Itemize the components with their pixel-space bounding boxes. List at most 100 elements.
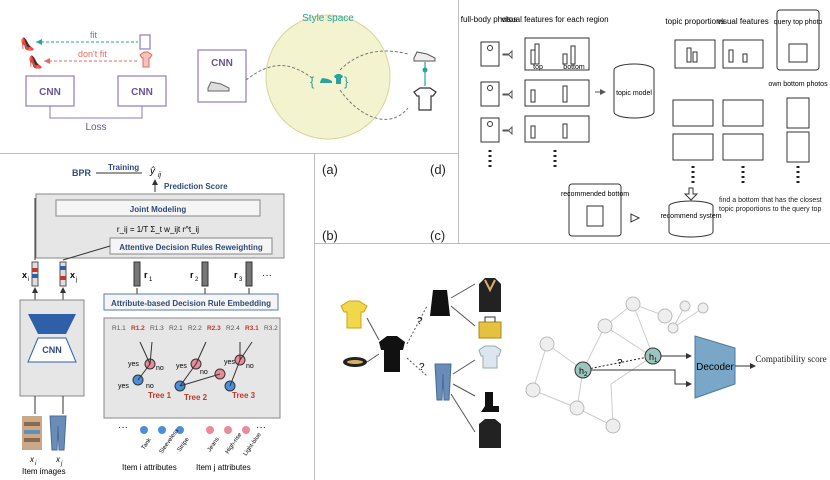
r1-sub: 1: [149, 277, 153, 283]
attr-j-2: Light-blue: [243, 432, 263, 458]
decoder-label: Decoder: [696, 362, 734, 373]
panel-label-a: (a): [322, 162, 338, 177]
no-label-3: no: [200, 369, 208, 376]
panel-label-c: (c): [430, 228, 446, 243]
panel-label-b: (b): [322, 228, 338, 243]
item-img-xi-label: x: [29, 455, 35, 464]
query-top-photo-box: [776, 9, 820, 71]
rule-label: R1.1: [112, 325, 126, 332]
yellow-sweater-icon: [340, 300, 368, 329]
topic-model-label: topic model: [616, 90, 652, 97]
r1-label: r: [144, 270, 148, 280]
item-j-attrs-label: Item j attributes: [196, 463, 251, 472]
sneaker-icon-right: [413, 51, 436, 62]
topic-proportions-label: topic proportions: [665, 17, 724, 26]
black-coat-icon: [479, 419, 501, 448]
attr-i-2: Stripe: [177, 436, 191, 453]
training-label: Training: [108, 163, 139, 172]
sneaker-icon-teal: [320, 78, 332, 83]
item-image-i: [22, 416, 42, 450]
r2-vector: [201, 261, 209, 287]
gold-blazer-icon: [479, 278, 501, 312]
rule-label: R2.1: [169, 325, 183, 332]
item-images-label: Item images: [22, 467, 66, 476]
cnn-box-left: [25, 75, 75, 107]
r3-sub: 3: [239, 277, 243, 283]
black-skirt-icon: [430, 290, 450, 316]
bottom-label: bottom: [563, 64, 585, 71]
query-top-photo-label: query top photo: [774, 19, 823, 26]
shoe-out-arrow: [339, 50, 409, 71]
shoe-projection-arrow: [245, 65, 313, 81]
shirt-out-arrow: [339, 89, 409, 120]
heel-icon-fit: 👠: [20, 36, 35, 51]
fit-label: fit: [90, 30, 98, 40]
tree-nodes: [132, 341, 253, 392]
cnn-label-right: CNN: [131, 87, 153, 98]
rule-label: R2.2: [188, 325, 202, 332]
tree1-label: Tree 1: [148, 391, 172, 400]
attrs-ellipsis-right: ···: [256, 422, 266, 433]
xj-sub: j: [75, 277, 77, 283]
black-boot-icon: [481, 392, 499, 412]
photo-row-1: top bottom: [480, 37, 590, 71]
yes-label-1: yes: [128, 361, 139, 368]
topic-model-cylinder: topic model: [613, 63, 655, 119]
style-space-diagram: 👠 fit 👠 don't fit CNN CNN Loss CNN Style…: [20, 13, 437, 140]
rule-label: R3.1: [245, 325, 259, 332]
graph-decoder-diagram: ? ? ? h 1: [340, 278, 827, 448]
item-img-xj-label: x: [55, 455, 61, 464]
embedding-label: Attribute-based Decision Rule Embedding: [111, 299, 271, 308]
divider-vertical-right: [458, 0, 459, 243]
question-mark-1: ?: [417, 316, 423, 327]
formula-label: r_ij = 1/T Σ_t w_ijt r^t_ij: [117, 225, 199, 234]
tank-top-icon: [139, 34, 151, 50]
photo-row-2: [480, 79, 590, 107]
tshirt-icon-teal: [334, 74, 343, 84]
r3-label: r: [234, 270, 238, 280]
cnn-box-shoe: [197, 49, 247, 103]
yes-label-4: yes: [224, 359, 235, 366]
visual-features-label: visual features: [717, 17, 769, 26]
dont-fit-label: don't fit: [78, 49, 107, 59]
cnn-bottom-trapezoid: [27, 337, 77, 363]
tshirt-icon-red: [139, 51, 153, 68]
white-top-icon: [478, 345, 502, 369]
attr-i-0: Tank: [141, 437, 154, 452]
attribute-dots: ··· ···: [118, 422, 266, 434]
question-mark-2: ?: [419, 362, 425, 373]
black-top-icon: [379, 336, 405, 372]
rule-label: R1.3: [150, 325, 164, 332]
attr-j-0: Jeans: [207, 437, 221, 454]
recommended-bottom-box: [568, 183, 622, 237]
bpr-label: BPR: [72, 168, 92, 178]
divider-vertical-center: [314, 153, 315, 243]
r2-label: r: [190, 270, 194, 280]
tree-labels: yes no yes no yes no yes no Tree 1 Tree …: [118, 359, 256, 402]
own-bottom-photos-label: own bottom photos: [768, 81, 828, 88]
trees-container: [103, 317, 281, 419]
yes-label-3: yes: [176, 363, 187, 370]
decision-rules-diagram: BPR Training ŷ ij Prediction Score Joint…: [19, 163, 285, 476]
query-visual-box: [722, 39, 764, 69]
xj-vector: [59, 261, 67, 287]
find-bottom-text: find a bottom that has the closest topic…: [719, 197, 822, 213]
h2-sub: 2: [584, 372, 588, 378]
item-img-xj-sub: j: [60, 461, 63, 467]
jeans-icon: [434, 363, 452, 401]
sneaker-icon-grey: [207, 81, 230, 92]
r3-vector: [245, 261, 253, 287]
h1-sub: 1: [654, 358, 658, 364]
photo-row-3: [480, 115, 590, 143]
full-body-photos-label: full-body photos: [461, 15, 517, 24]
rule-label: R2.4: [226, 325, 240, 332]
r2-sub: 2: [195, 277, 199, 283]
left-arrow-icon: [630, 213, 641, 223]
tree2-label: Tree 2: [184, 393, 208, 402]
visual-features-region-label: visual features for each region: [501, 15, 608, 24]
item-i-attrs-label: Item i attributes: [122, 463, 177, 472]
heel-icon-dontfit: 👠: [28, 54, 43, 69]
attrs-ellipsis-left: ···: [118, 422, 128, 433]
fit-arrow: 👠 fit: [20, 30, 151, 51]
brace-left: {: [310, 74, 315, 89]
